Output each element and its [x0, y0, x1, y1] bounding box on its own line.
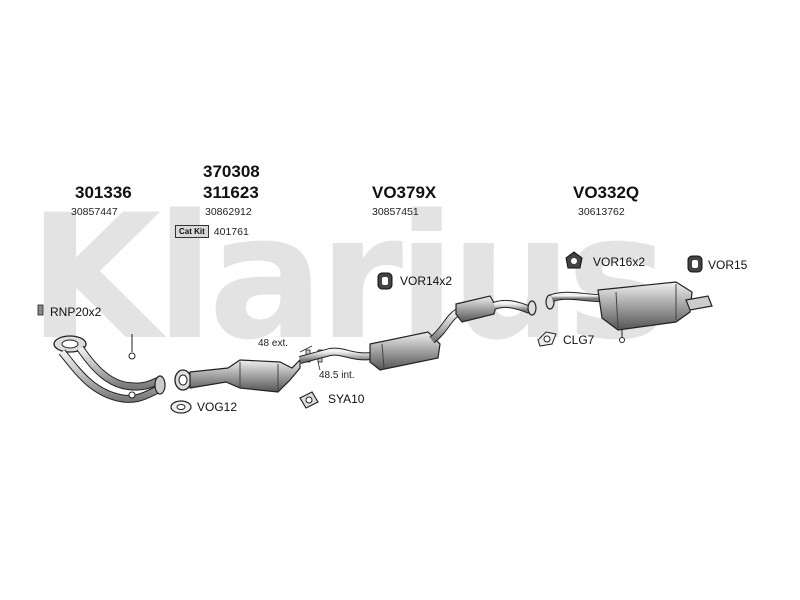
rear-silencer	[545, 281, 713, 343]
part-code-301336: 301336	[75, 183, 132, 202]
front-pipe	[53, 334, 166, 403]
oem-number-g3: 30857451	[372, 206, 419, 218]
catalytic-converter	[174, 358, 301, 393]
part-code-311623: 311623	[203, 183, 259, 202]
fitting-sya: SYA10	[328, 392, 365, 406]
part-code-vo332q: VO332Q	[573, 183, 640, 202]
vog-gasket-icon	[170, 400, 192, 414]
oem-number-g1: 30857447	[71, 206, 118, 218]
fitting-vor14: VOR14x2	[400, 274, 453, 288]
fitting-vor15: VOR15	[708, 258, 748, 272]
cat-kit: Cat Kit 401761	[175, 225, 249, 238]
fitting-vog: VOG12	[197, 400, 238, 414]
oem-number-g2: 30862912	[205, 206, 252, 218]
centre-silencer	[298, 295, 532, 371]
vor16-mount-icon	[565, 251, 583, 269]
dimension-int: 48.5 int.	[319, 370, 355, 381]
vor15-mount-icon	[687, 255, 703, 273]
fitting-rnp: RNP20x2	[50, 305, 102, 319]
part-code-vo379x: VO379X	[372, 183, 437, 202]
clamp-icon	[527, 300, 557, 347]
part-code-370308: 370308	[203, 162, 260, 181]
oem-number-g4: 30613762	[578, 206, 625, 218]
dimension-ext: 48 ext.	[258, 338, 289, 349]
cat-kit-badge: Cat Kit	[175, 225, 209, 238]
fitting-vor16: VOR16x2	[593, 255, 646, 269]
rnp-mount-icon	[37, 304, 44, 316]
vor14-mount-icon	[377, 272, 393, 290]
fitting-clg: CLG7	[563, 333, 595, 347]
sya-mount-icon	[299, 391, 319, 409]
cat-kit-number: 401761	[213, 225, 249, 238]
brand-watermark: Klarius	[28, 177, 669, 378]
